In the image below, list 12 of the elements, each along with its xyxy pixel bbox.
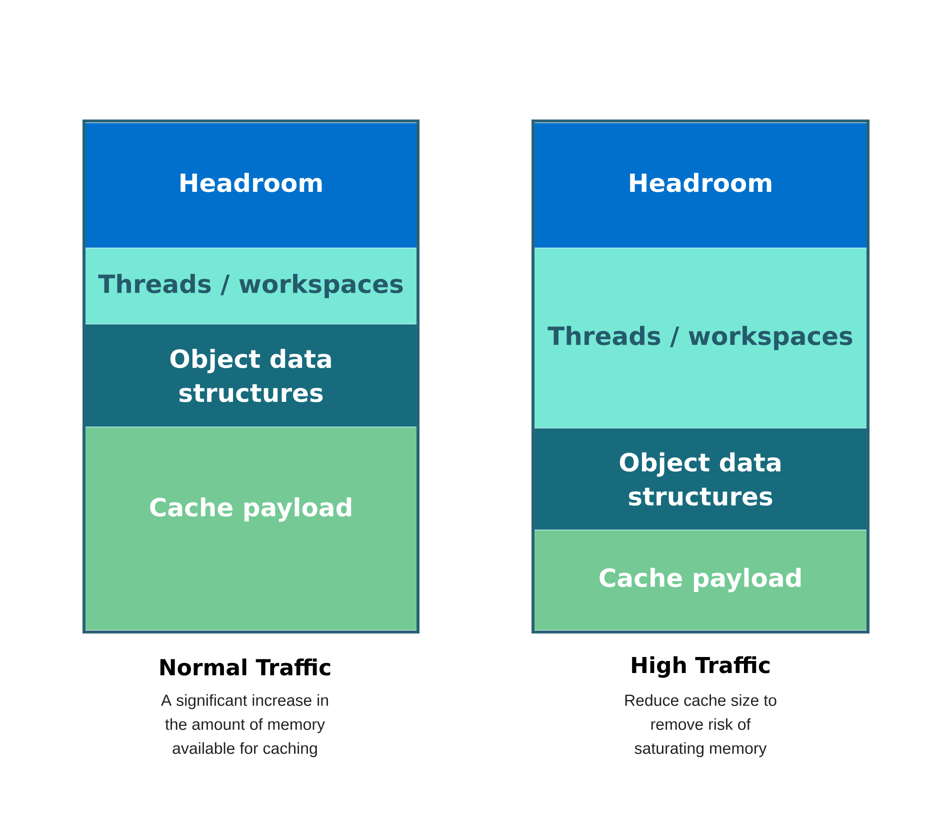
column-heading: Normal Traffic [160,658,330,676]
column-description: Reduce cache size to remove risk of saturating memory [625,694,776,758]
memory-band: Threads / workspaces [85,248,417,324]
column-heading: High Traffic [632,656,770,678]
memory-band: Headroom [534,123,867,248]
column-description: A significant increase in the amount of memory available for caching [161,694,328,758]
memory-band: Cache payload [534,530,867,630]
memory-band: Object data structures [534,428,867,530]
memory-band: Headroom [86,123,416,248]
memory-band: Threads / workspaces [534,248,867,428]
memory-band: Object data structures [85,324,417,427]
memory-band: Cache payload [85,426,417,630]
